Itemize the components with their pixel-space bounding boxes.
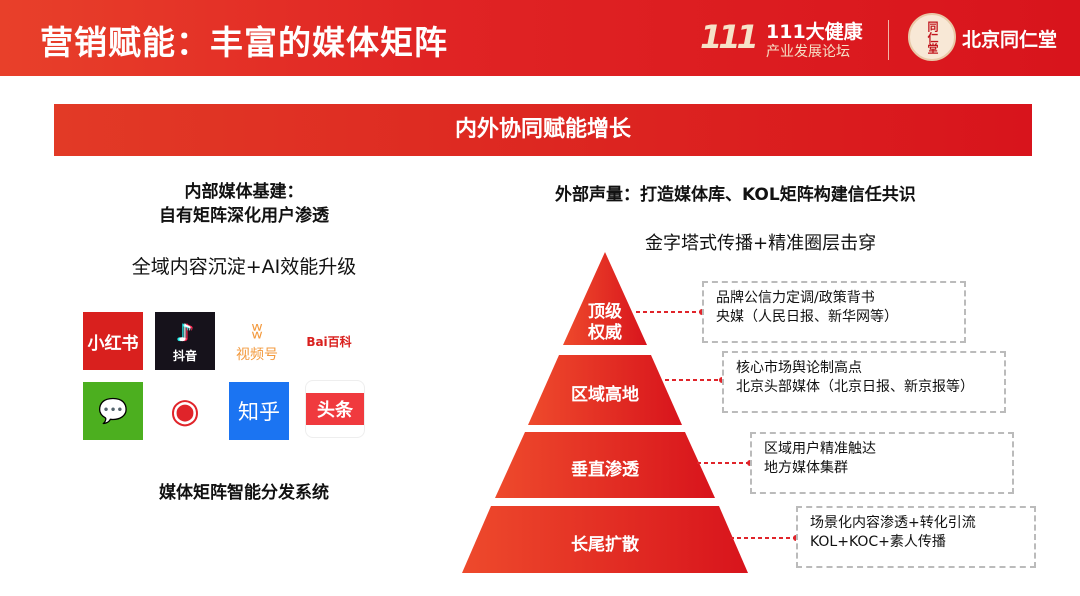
tier-callout: 区域用户精准触达地方媒体集群 (750, 432, 1014, 494)
weibo-icon: ◉ (170, 391, 200, 431)
wechat-icon: 💬 (83, 382, 143, 440)
tongrentang-seal-icon: 同仁堂 (908, 13, 956, 61)
pyramid-tier-1 (563, 252, 647, 345)
baidu-baike-icon: Bai百科 (306, 334, 352, 349)
tier-label-top-authority: 顶级权威 (588, 302, 622, 343)
pyramid-tier-3 (495, 432, 715, 498)
douyin-icon: ♪抖音 (155, 312, 215, 370)
pyramid-tier-4 (462, 506, 748, 573)
tier-label-longtail: 长尾扩散 (571, 535, 639, 555)
forum-logo-title: 111大健康 (766, 21, 863, 43)
tier-callout: 核心市场舆论制高点北京头部媒体（北京日报、新京报等） (722, 351, 1006, 413)
tier-label-regional: 区域高地 (571, 385, 639, 405)
left-heading: 内部媒体基建： 自有矩阵深化用户渗透 (54, 180, 434, 228)
right-heading: 外部声量：打造媒体库、KOL矩阵构建信任共识 (555, 185, 916, 205)
forum-logo-subtitle: 产业发展论坛 (766, 44, 850, 60)
forum-logo-mark: 111 (700, 18, 759, 56)
left-footer: 媒体矩阵智能分发系统 (159, 483, 329, 503)
logo-divider (888, 20, 889, 60)
left-heading-line2: 自有矩阵深化用户渗透 (159, 206, 329, 226)
zhihu-icon: 知乎 (229, 382, 289, 440)
tier-callout: 品牌公信力定调/政策背书央媒（人民日报、新华网等） (702, 281, 966, 343)
header-bar: 营销赋能：丰富的媒体矩阵 111 111大健康 产业发展论坛 同仁堂 北京同仁堂 (0, 0, 1080, 76)
page-title: 营销赋能：丰富的媒体矩阵 (40, 23, 448, 62)
toutiao-icon: 头条 (305, 380, 365, 438)
section-banner: 内外协同赋能增长 (54, 104, 1032, 156)
brand-name: 北京同仁堂 (962, 29, 1058, 51)
left-heading-line1: 内部媒体基建： (184, 182, 304, 202)
tier-label-vertical: 垂直渗透 (571, 460, 639, 480)
xiaohongshu-icon: 小红书 (83, 312, 143, 370)
left-subtitle: 全域内容沉淀+AI效能升级 (131, 256, 357, 278)
pyramid-tier-2 (528, 355, 682, 425)
right-subtitle: 金字塔式传播+精准圈层击穿 (645, 233, 877, 254)
